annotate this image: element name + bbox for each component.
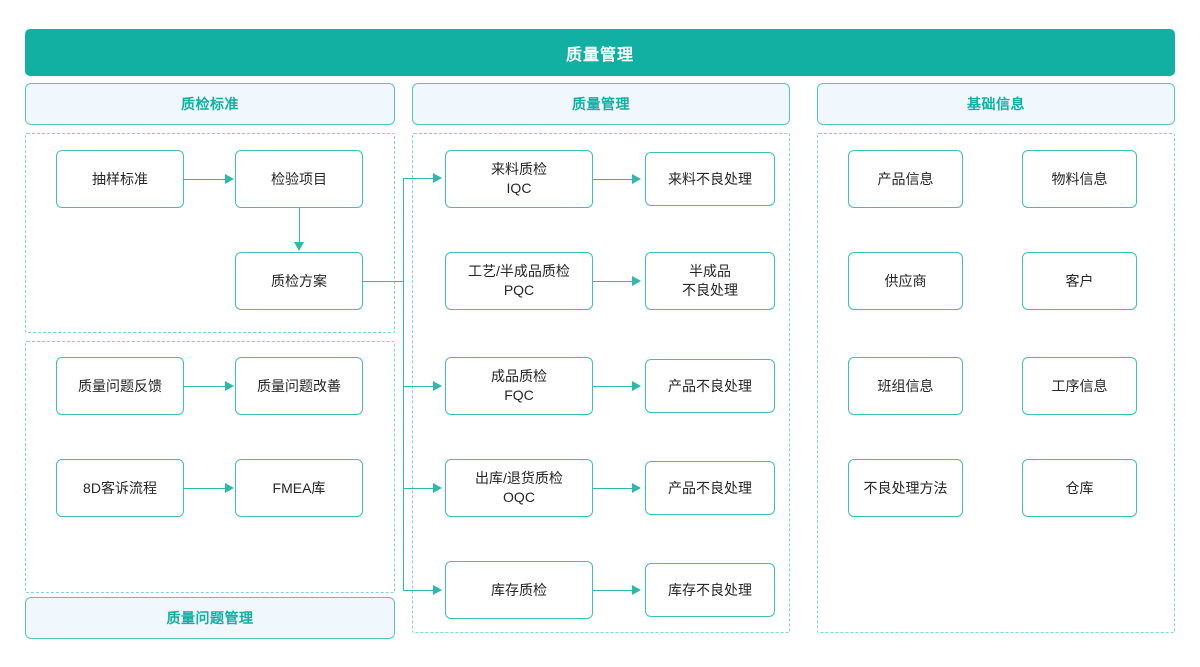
node-sampling-standard[interactable]: 抽样标准 [56,150,184,208]
node-outgoing-inspection-oqc[interactable]: 出库/退货质检 OQC [445,459,593,517]
node-defect-handling-method[interactable]: 不良处理方法 [848,459,963,517]
node-fmea-library[interactable]: FMEA库 [235,459,363,517]
node-inspection-plan[interactable]: 质检方案 [235,252,363,310]
node-final-inspection-fqc[interactable]: 成品质检 FQC [445,357,593,415]
node-process-info[interactable]: 工序信息 [1022,357,1137,415]
arrowhead-8d-to-fmea [225,482,234,493]
connector-oqc-to-defect [593,488,633,489]
arrowhead-item-to-plan [293,242,304,251]
connector-trunk-to-fqc [403,386,434,387]
node-stock-inspection[interactable]: 库存质检 [445,561,593,619]
arrowhead-oqc-to-defect [632,482,641,493]
connector-trunk-to-stock [403,590,434,591]
connector-8d-to-fmea [184,488,226,489]
connector-item-to-plan [299,208,300,243]
page-title-banner: 质量管理 [25,29,1175,76]
node-process-inspection-pqc[interactable]: 工艺/半成品质检 PQC [445,252,593,310]
connector-fqc-to-defect [593,386,633,387]
panel-header-basic-info[interactable]: 基础信息 [817,83,1175,125]
connector-sampling-to-item [184,179,226,180]
node-supplier-info[interactable]: 供应商 [848,252,963,310]
arrowhead-trunk-to-fqc [433,380,442,391]
node-product-info[interactable]: 产品信息 [848,150,963,208]
node-team-info[interactable]: 班组信息 [848,357,963,415]
arrowhead-sampling-to-item [225,173,234,184]
arrowhead-iqc-to-defect [632,173,641,184]
arrowhead-fqc-to-defect [632,380,641,391]
node-material-info[interactable]: 物料信息 [1022,150,1137,208]
node-product-defect-handling-fqc[interactable]: 产品不良处理 [645,359,775,413]
node-customer-info[interactable]: 客户 [1022,252,1137,310]
connector-trunk-to-oqc [403,488,434,489]
node-stock-defect-handling[interactable]: 库存不良处理 [645,563,775,617]
node-incoming-defect-handling[interactable]: 来料不良处理 [645,152,775,206]
node-8d-complaint-process[interactable]: 8D客诉流程 [56,459,184,517]
group-inspection-standard [25,133,395,333]
node-product-defect-handling-oqc[interactable]: 产品不良处理 [645,461,775,515]
node-inspection-item[interactable]: 检验项目 [235,150,363,208]
arrowhead-feedback-to-improve [225,380,234,391]
connector-pqc-to-defect [593,281,633,282]
connector-feedback-to-improve [184,386,226,387]
panel-header-quality-management[interactable]: 质量管理 [412,83,790,125]
arrowhead-trunk-to-iqc [433,172,442,183]
group-quality-management [412,133,790,633]
arrowhead-pqc-to-defect [632,275,641,286]
panel-footer-quality-issue-management[interactable]: 质量问题管理 [25,597,395,639]
arrowhead-trunk-to-oqc [433,482,442,493]
node-incoming-inspection-iqc[interactable]: 来料质检 IQC [445,150,593,208]
panel-header-inspection-standard[interactable]: 质检标准 [25,83,395,125]
node-semi-product-defect-handling[interactable]: 半成品 不良处理 [645,252,775,310]
connector-iqc-to-defect [593,179,633,180]
connector-trunk-to-iqc [403,178,434,179]
arrowhead-stock-to-defect [632,584,641,595]
connector-plan-to-trunk [363,281,404,282]
node-quality-issue-improve[interactable]: 质量问题改善 [235,357,363,415]
connector-trunk-vertical [403,178,404,590]
group-quality-issue [25,341,395,593]
node-warehouse-info[interactable]: 仓库 [1022,459,1137,517]
group-basic-info [817,133,1175,633]
arrowhead-trunk-to-stock [433,584,442,595]
node-quality-issue-feedback[interactable]: 质量问题反馈 [56,357,184,415]
connector-stock-to-defect [593,590,633,591]
